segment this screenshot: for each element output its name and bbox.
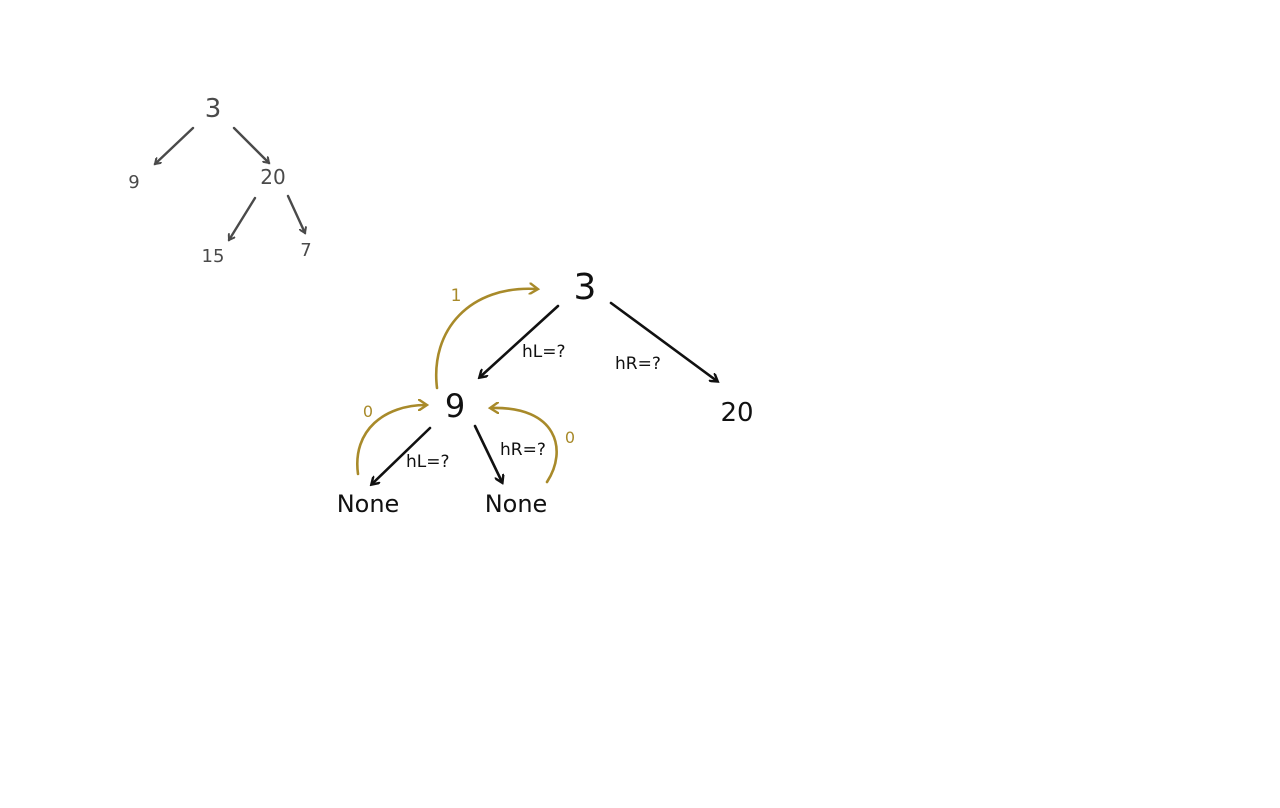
return-arrows: 1 0 0 bbox=[355, 286, 575, 484]
small-tree-right-left: 15 bbox=[202, 246, 225, 267]
return-arrow-nine-to-root bbox=[434, 289, 537, 390]
return-value-right-none: 0 bbox=[565, 428, 575, 447]
edge-nine-left bbox=[372, 426, 432, 484]
small-tree: 3 9 20 15 7 bbox=[128, 94, 311, 267]
small-edge-right-right bbox=[286, 194, 305, 233]
edge-root-left bbox=[480, 304, 560, 377]
small-tree-left: 9 bbox=[128, 172, 139, 193]
main-tree: 3 9 20 None None hL=? hR=? hL=? hR=? bbox=[337, 267, 754, 518]
return-value-left-none: 0 bbox=[363, 402, 373, 421]
main-tree-left-right: None bbox=[485, 490, 548, 518]
edge-label-root-right: hR=? bbox=[615, 354, 661, 374]
edge-nine-right bbox=[473, 424, 502, 482]
edge-label-nine-left: hL=? bbox=[406, 452, 450, 472]
main-tree-left-left: None bbox=[337, 490, 400, 518]
return-value-nine-to-root: 1 bbox=[451, 286, 462, 306]
return-arrow-right-none-to-nine bbox=[491, 408, 558, 484]
main-tree-right: 20 bbox=[720, 398, 753, 428]
small-edge-root-right bbox=[232, 126, 269, 163]
small-edge-root-left bbox=[155, 126, 195, 164]
small-tree-right-right: 7 bbox=[300, 240, 311, 261]
edge-label-root-left: hL=? bbox=[522, 342, 566, 362]
small-tree-right: 20 bbox=[260, 165, 285, 189]
edge-root-right bbox=[609, 301, 717, 381]
edge-label-nine-right: hR=? bbox=[500, 440, 546, 460]
return-arrow-left-none-to-nine bbox=[355, 405, 426, 476]
main-tree-left: 9 bbox=[445, 387, 465, 425]
main-tree-root: 3 bbox=[574, 267, 597, 308]
small-tree-root: 3 bbox=[205, 94, 222, 124]
small-edge-right-left bbox=[229, 196, 257, 240]
